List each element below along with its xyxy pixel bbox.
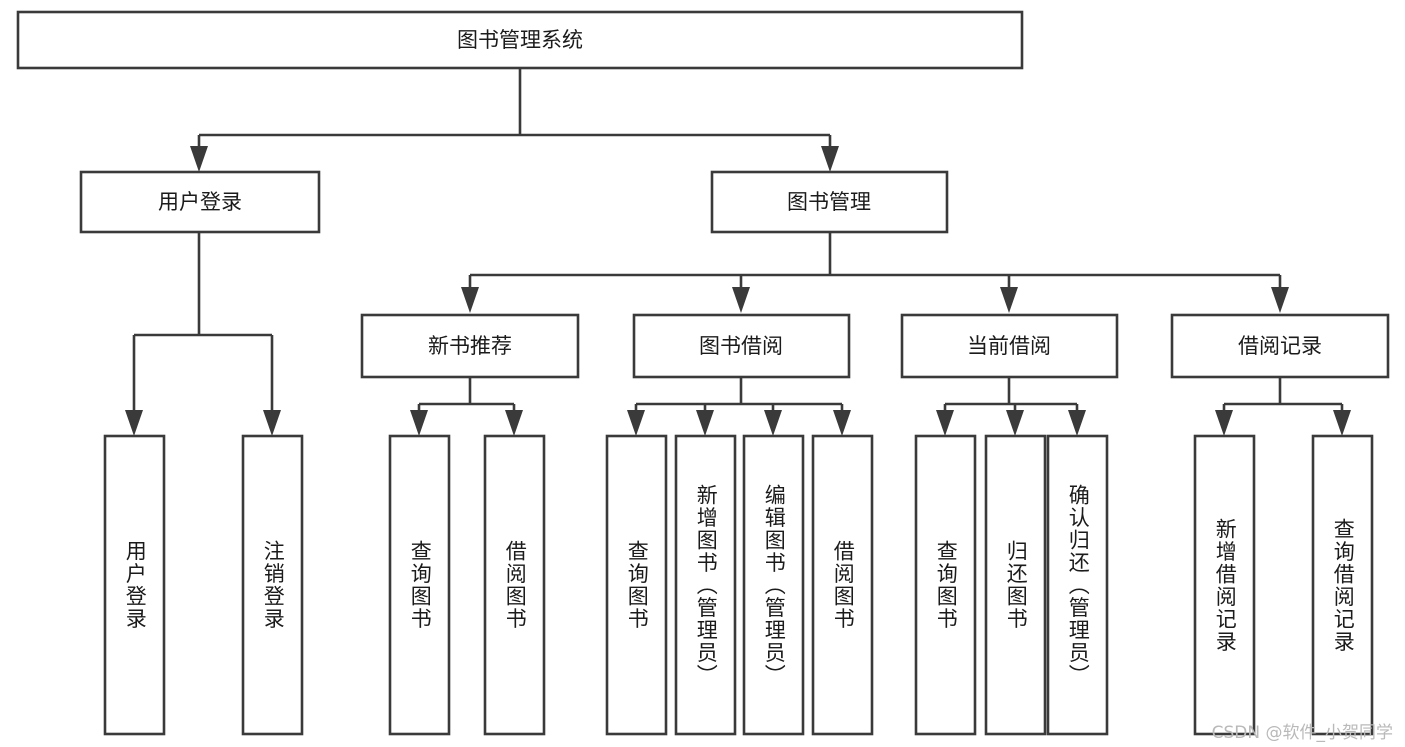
arrow-head-leaf-confirm-return-admin <box>1068 410 1086 436</box>
node-leaf-confirm-return-admin[interactable] <box>1046 434 1109 736</box>
node-user-login[interactable] <box>79 170 321 234</box>
arrow-head-leaf-edit-book-admin <box>764 410 782 436</box>
label-root: 图书管理系统 <box>457 28 583 52</box>
arrow-head-leaf-borrow-book-1 <box>505 410 523 436</box>
label-current-borrow: 当前借阅 <box>967 334 1051 358</box>
node-book-borrow[interactable] <box>632 313 851 379</box>
node-leaf-return-book[interactable] <box>984 434 1047 736</box>
label-leaf-borrow-book-1: 借阅图书 <box>503 540 528 630</box>
node-leaf-logout-login[interactable] <box>241 434 304 736</box>
label-book-management: 图书管理 <box>787 190 871 214</box>
label-new-book-recommend: 新书推荐 <box>428 334 512 358</box>
boxes-layer <box>16 10 1390 736</box>
node-leaf-borrow-book-1[interactable] <box>483 434 546 736</box>
label-leaf-user-login: 用户登录 <box>123 540 148 630</box>
watermark: CSDN @软件_小贺同学 <box>1211 723 1393 743</box>
arrow-head-user-login <box>190 146 208 172</box>
label-leaf-add-borrow-record: 新增借阅记录 <box>1213 517 1238 653</box>
arrow-head-leaf-add-borrow-record <box>1215 410 1233 436</box>
node-leaf-edit-book-admin[interactable] <box>742 434 805 736</box>
node-leaf-borrow-book-2[interactable] <box>811 434 874 736</box>
arrow-head-leaf-query-book-2 <box>627 410 645 436</box>
node-leaf-query-borrow-record[interactable] <box>1311 434 1374 736</box>
node-leaf-query-book-3[interactable] <box>914 434 977 736</box>
label-user-login: 用户登录 <box>158 190 242 214</box>
node-leaf-add-borrow-record[interactable] <box>1193 434 1256 736</box>
label-book-borrow: 图书借阅 <box>699 334 783 358</box>
arrow-head-book-borrow <box>732 287 750 313</box>
label-borrow-record: 借阅记录 <box>1238 334 1322 358</box>
horizontal-labels-layer: 图书管理系统 用户登录 图书管理 新书推荐 图书借阅 当前借阅 借阅记录 <box>158 28 1322 358</box>
node-leaf-user-login[interactable] <box>103 434 166 736</box>
arrow-head-leaf-user-login <box>125 410 143 436</box>
connectors-layer <box>125 68 1351 436</box>
arrow-head-leaf-logout-login <box>263 410 281 436</box>
label-leaf-return-book: 归还图书 <box>1004 540 1029 630</box>
label-leaf-confirm-return-admin: 确认归还（管理员） <box>1066 483 1091 687</box>
node-borrow-record[interactable] <box>1170 313 1390 379</box>
label-leaf-borrow-book-2: 借阅图书 <box>831 540 856 630</box>
node-current-borrow[interactable] <box>900 313 1119 379</box>
label-leaf-query-book-2: 查询图书 <box>625 540 650 630</box>
label-leaf-query-book-1: 查询图书 <box>408 540 433 630</box>
node-book-management[interactable] <box>710 170 949 234</box>
arrow-head-new-book-recommend <box>461 287 479 313</box>
arrow-head-leaf-add-book-admin <box>696 410 714 436</box>
arrow-head-leaf-query-borrow-record <box>1333 410 1351 436</box>
arrow-head-leaf-query-book-3 <box>936 410 954 436</box>
arrow-head-current-borrow <box>1000 287 1018 313</box>
arrow-head-book-management <box>821 146 839 172</box>
node-leaf-add-book-admin[interactable] <box>674 434 737 736</box>
label-leaf-add-book-admin: 新增图书（管理员） <box>694 483 719 687</box>
label-leaf-query-borrow-record: 查询借阅记录 <box>1331 517 1356 653</box>
arrow-head-borrow-record <box>1271 287 1289 313</box>
node-leaf-query-book-2[interactable] <box>605 434 668 736</box>
label-leaf-edit-book-admin: 编辑图书（管理员） <box>762 483 787 687</box>
label-leaf-query-book-3: 查询图书 <box>934 540 959 630</box>
node-leaf-query-book-1[interactable] <box>388 434 451 736</box>
arrow-head-leaf-query-book-1 <box>410 410 428 436</box>
arrow-head-leaf-borrow-book-2 <box>833 410 851 436</box>
node-new-book-recommend[interactable] <box>360 313 580 379</box>
node-root[interactable] <box>16 10 1024 70</box>
label-leaf-logout-login: 注销登录 <box>261 540 286 630</box>
arrow-head-leaf-return-book <box>1006 410 1024 436</box>
